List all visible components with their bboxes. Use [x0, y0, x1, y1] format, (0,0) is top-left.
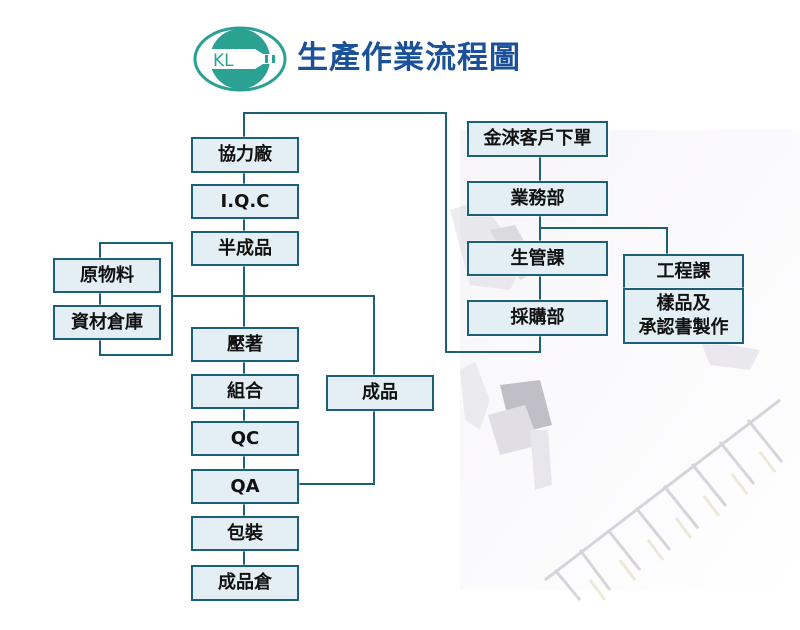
box-raw-material: 原物料: [53, 258, 161, 293]
box-qa: QA: [191, 469, 299, 504]
box-engineering: 工程課: [623, 254, 744, 290]
box-sales-dept: 業務部: [467, 181, 608, 216]
box-production-control: 生管課: [467, 241, 608, 276]
box-finished-warehouse: 成品倉: [191, 565, 299, 601]
box-crimping: 壓著: [191, 327, 299, 362]
box-samples-approval: 樣品及 承認書製作: [623, 288, 744, 344]
page-title: 生產作業流程圖: [297, 40, 521, 76]
samples-line-1: 樣品及: [656, 293, 711, 314]
box-semi-finished: 半成品: [191, 231, 299, 266]
box-subcontractor: 協力廠: [191, 137, 299, 173]
box-finished-goods: 成品: [326, 375, 434, 411]
kl-logo-icon: KL: [193, 26, 287, 92]
box-qc: QC: [191, 421, 299, 456]
box-assembly: 組合: [191, 374, 299, 409]
box-material-warehouse: 資材倉庫: [53, 305, 161, 340]
box-customer-order: 金淶客戶下單: [467, 121, 608, 157]
samples-line-2: 承認書製作: [638, 317, 729, 338]
svg-text:KL: KL: [213, 51, 234, 71]
box-iqc: I.Q.C: [191, 184, 299, 219]
box-packaging: 包裝: [191, 516, 299, 551]
box-purchasing-dept: 採購部: [467, 300, 608, 336]
